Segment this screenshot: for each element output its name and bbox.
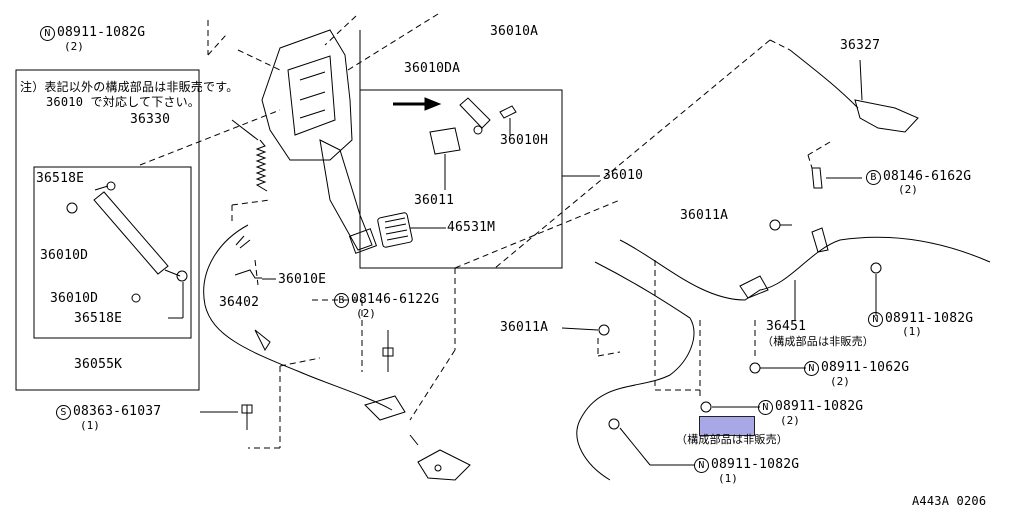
part-qty: (1) [718,472,738,485]
part-label-36010H[interactable]: 36010H [500,133,549,148]
subassembly-box-36055K [33,166,192,339]
cable-36327 [789,49,859,109]
part-qty: (1) [80,419,100,432]
damper-36055K [93,191,169,275]
part-qty: (2) [898,183,918,196]
part-label-36451[interactable]: 36451 [766,319,807,334]
part-label-36327[interactable]: 36327 [840,38,881,53]
part-qty: (2) [64,40,84,53]
part-qty: (2) [830,375,850,388]
part-label-36402[interactable]: 36402 [219,295,260,310]
cable-bracket [417,449,471,481]
part-qty: (1) [902,325,922,338]
part-label-36518E-top[interactable]: 36518E [36,171,85,186]
part-label-36011[interactable]: 36011 [414,193,455,208]
part-label-36010E[interactable]: 36010E [278,272,327,287]
part-qty: (2) [780,414,800,427]
part-label-36330[interactable]: 36330 [130,112,171,127]
note-line-1: 注）表記以外の構成部品は非販売です。 [20,80,239,94]
part-label-36055K[interactable]: 36055K [74,357,123,372]
cable-36402 [203,224,393,411]
note-box [15,69,200,391]
part-note-36451: （構成部品は非販売） [762,335,874,348]
part-label-36011A-top[interactable]: 36011A [680,208,729,223]
figure-id: A443A 0206 [912,494,987,508]
assembly-box-36010 [359,30,563,269]
highlighted-part-36451[interactable] [699,416,755,436]
part-note-2: （構成部品は非販売） [676,433,788,446]
note-line-2: 36010 で対応して下さい。 [46,95,200,109]
part-label-36010D-left[interactable]: 36010D [40,248,89,263]
return-spring-36330 [255,139,268,192]
pedal-pad [377,212,413,248]
part-label-46531M[interactable]: 46531M [447,220,496,235]
cable-36451 [619,236,991,301]
part-label-36010D-bottom[interactable]: 36010D [50,291,99,306]
part-label-36010DA[interactable]: 36010DA [404,61,461,76]
part-label-36010[interactable]: 36010 [603,168,644,183]
part-label-36010A[interactable]: 36010A [490,24,539,39]
pedal-arm [319,139,373,251]
part-label-36518E-bottom[interactable]: 36518E [74,311,123,326]
part-qty: (2) [356,307,376,320]
pedal-bracket [261,29,353,161]
part-label-36011A-mid[interactable]: 36011A [500,320,549,335]
